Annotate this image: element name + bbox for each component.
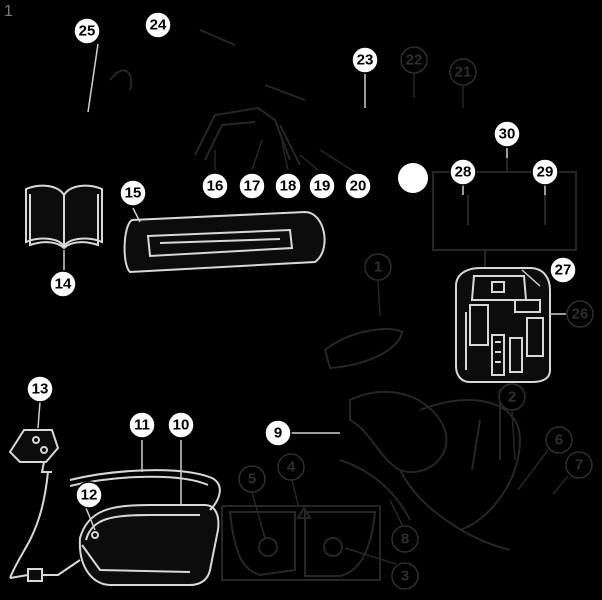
svg-text:14: 14 (55, 276, 72, 293)
svg-text:26: 26 (572, 306, 589, 323)
svg-text:10: 10 (173, 417, 190, 434)
svg-text:1: 1 (374, 259, 382, 276)
callout-13: 13 (27, 376, 53, 402)
callout-17: 17 (239, 173, 265, 199)
callout-27: 27 (550, 257, 576, 283)
battery-pack (456, 268, 550, 382)
callout-4: 4 (278, 454, 304, 480)
svg-text:25: 25 (79, 23, 96, 40)
svg-text:18: 18 (280, 178, 297, 195)
callout-8: 8 (392, 526, 418, 552)
svg-text:11: 11 (134, 417, 150, 434)
svg-text:19: 19 (314, 178, 331, 195)
svg-text:20: 20 (350, 178, 367, 195)
callout-22: 22 (401, 47, 427, 73)
callout-3: 3 (392, 563, 418, 589)
callout-7: 7 (566, 452, 592, 478)
svg-text:3: 3 (401, 568, 409, 585)
svg-text:24: 24 (150, 17, 167, 34)
callout-10: 10 (168, 412, 194, 438)
callout-9: 9 (265, 420, 291, 446)
callout-23: 23 (352, 47, 378, 73)
callout-12: 12 (76, 482, 102, 508)
callout-14: 14 (50, 271, 76, 297)
charger-plug (10, 430, 58, 578)
charger-unit (10, 505, 218, 585)
callout-19: 19 (309, 173, 335, 199)
callout-6: 6 (546, 427, 572, 453)
svg-text:28: 28 (455, 164, 472, 181)
callout-11: 11 (129, 412, 155, 438)
svg-text:9: 9 (274, 425, 282, 442)
callout-26: 26 (567, 301, 593, 327)
tensioning-parts-outline (110, 30, 235, 90)
callout-28: 28 (450, 159, 476, 185)
svg-text:27: 27 (555, 262, 572, 279)
callout-25: 25 (74, 18, 100, 44)
callout-5: 5 (239, 466, 265, 492)
callout-16: 16 (202, 173, 228, 199)
svg-text:7: 7 (575, 457, 583, 474)
svg-text:5: 5 (248, 471, 256, 488)
callout-15: 15 (120, 180, 146, 206)
svg-text:23: 23 (357, 52, 374, 69)
svg-text:4: 4 (287, 459, 296, 476)
callout-18: 18 (275, 173, 301, 199)
highlight-marker (398, 163, 428, 193)
svg-text:12: 12 (81, 487, 98, 504)
svg-text:30: 30 (499, 126, 516, 143)
svg-text:17: 17 (244, 178, 261, 195)
svg-text:22: 22 (406, 52, 423, 69)
user-manual-icon (26, 186, 102, 248)
callout-2: 2 (499, 384, 525, 410)
chain-cover-outline (195, 85, 305, 165)
svg-text:6: 6 (555, 432, 563, 449)
callout-24: 24 (145, 12, 171, 38)
svg-text:13: 13 (32, 381, 49, 398)
svg-text:15: 15 (125, 185, 142, 202)
svg-text:16: 16 (207, 178, 224, 195)
callout-21: 21 (450, 59, 476, 85)
callout-29: 29 (532, 159, 558, 185)
callout-1: 1 (365, 254, 391, 280)
callout-30: 30 (494, 121, 520, 147)
callout-20: 20 (345, 173, 371, 199)
svg-text:21: 21 (455, 64, 472, 81)
svg-text:8: 8 (401, 531, 409, 548)
svg-text:2: 2 (508, 389, 516, 406)
svg-text:29: 29 (537, 164, 554, 181)
guide-bar (125, 212, 325, 272)
